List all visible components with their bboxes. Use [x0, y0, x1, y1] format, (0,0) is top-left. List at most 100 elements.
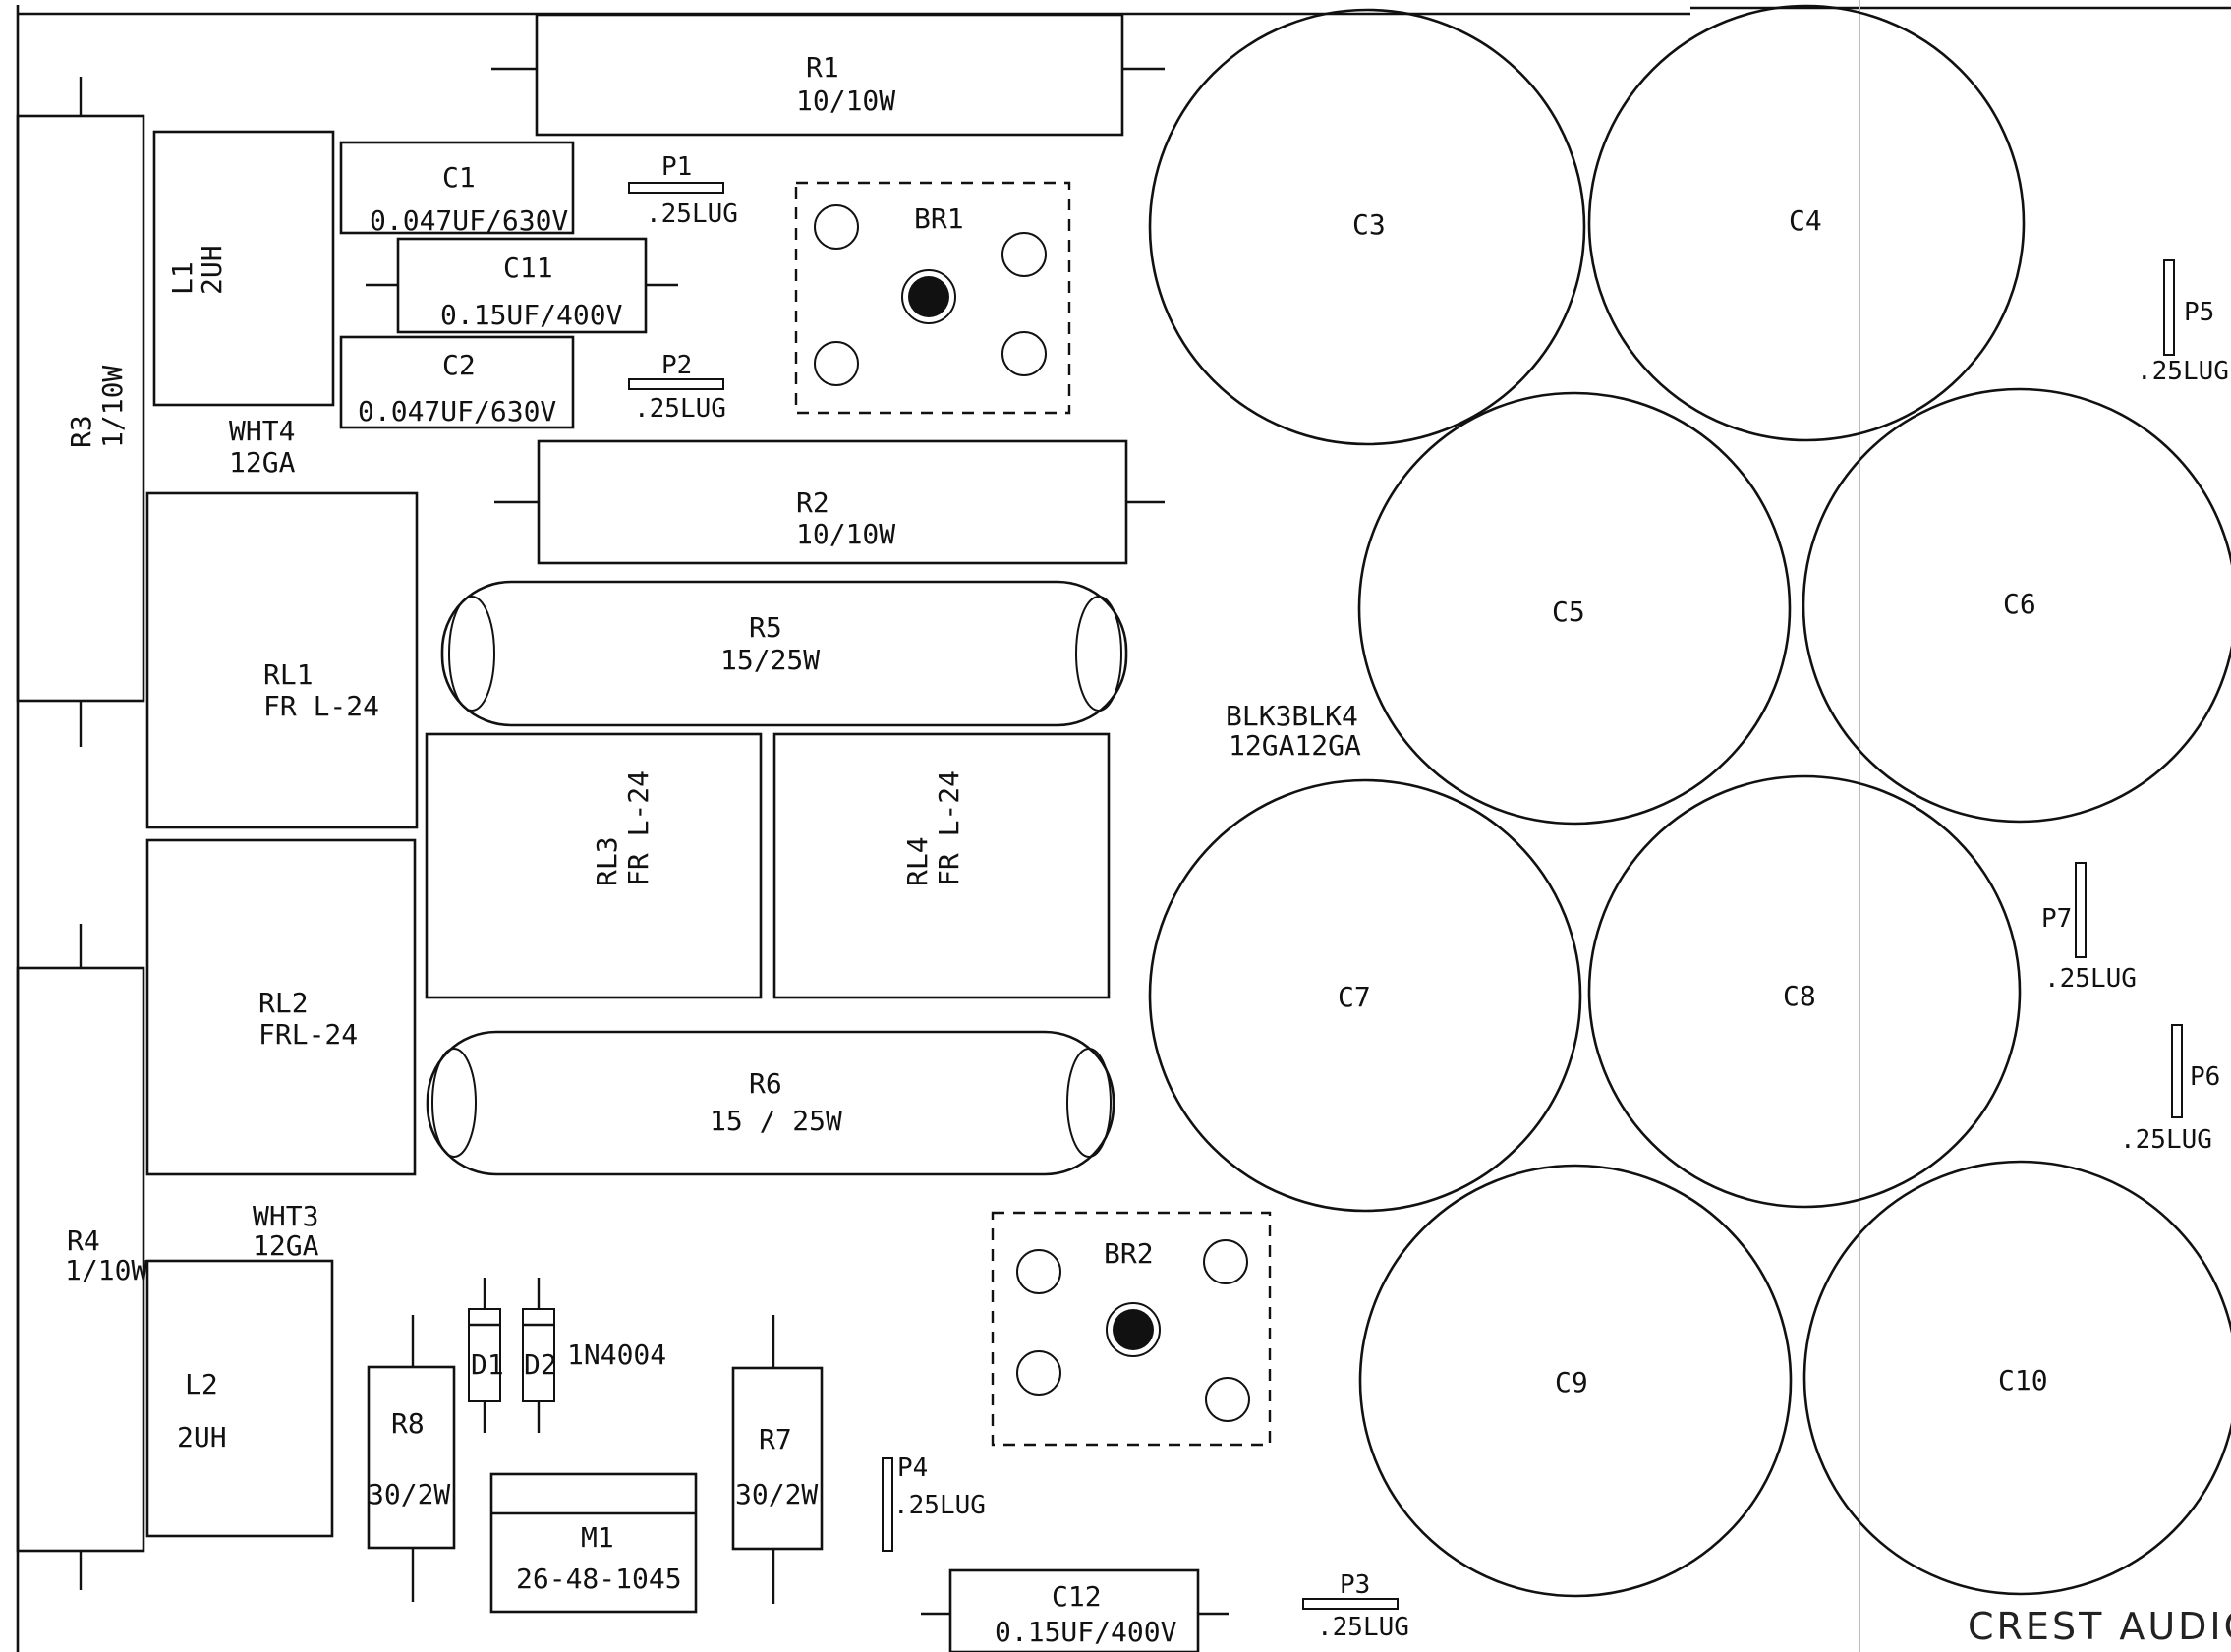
d2-ref: D2: [524, 1348, 557, 1381]
wire-blk3-blk4: BLK3BLK4 12GA12GA: [1226, 700, 1361, 762]
br2-ref: BR2: [1104, 1237, 1154, 1270]
r4-ref: R4: [67, 1225, 100, 1257]
r2-ref: R2: [796, 486, 829, 519]
wht3-name: WHT3: [253, 1200, 318, 1232]
p3-value: .25LUG: [1317, 1613, 1409, 1642]
r4-value: 1/10W: [65, 1254, 147, 1286]
c6-ref: C6: [2003, 588, 2036, 620]
capacitor-c2: C2 0.047UF/630V: [339, 335, 575, 429]
lug-p7: P7 .25LUG: [2041, 862, 2137, 994]
capacitor-c3: C3: [1148, 8, 1586, 446]
rl1-value: FR L-24: [263, 690, 379, 722]
capacitor-c10: C10: [1802, 1160, 2231, 1596]
r3-value: 1/10W: [96, 366, 129, 448]
p2-value: .25LUG: [634, 394, 726, 424]
p6-ref: P6: [2190, 1062, 2220, 1092]
relay-rl3: RL3 FR L-24: [425, 732, 763, 999]
lug-p6: P6 .25LUG: [2120, 1024, 2220, 1155]
rl3-value: FR L-24: [622, 770, 655, 886]
lug-p1: P1 .25LUG: [628, 152, 738, 229]
capacitor-c6: C6: [1802, 387, 2231, 824]
r8-ref: R8: [391, 1407, 425, 1440]
c4-ref: C4: [1789, 204, 1822, 237]
r6-value: 15 / 25W: [710, 1105, 842, 1137]
c3-ref: C3: [1352, 208, 1386, 241]
blk-name: BLK3BLK4: [1226, 700, 1358, 732]
r1-value: 10/10W: [796, 85, 895, 117]
p1-value: .25LUG: [646, 199, 738, 229]
module-m1: M1 26-48-1045: [489, 1472, 698, 1614]
r8-value: 30/2W: [368, 1478, 450, 1510]
c8-ref: C8: [1783, 980, 1816, 1012]
diode-part-number: 1N4004: [567, 1339, 666, 1371]
l2-ref: L2: [185, 1368, 218, 1400]
capacitor-c12: C12 0.15UF/400V: [921, 1568, 1229, 1652]
capacitor-c4: C4: [1587, 4, 2026, 442]
diode-d2: D2: [522, 1278, 557, 1433]
capacitor-c8: C8: [1587, 774, 2022, 1209]
c7-ref: C7: [1338, 981, 1371, 1013]
p2-ref: P2: [661, 351, 692, 380]
rl4-value: FR L-24: [933, 770, 965, 886]
c9-ref: C9: [1555, 1366, 1588, 1398]
p6-value: .25LUG: [2120, 1125, 2212, 1155]
c12-value: 0.15UF/400V: [995, 1616, 1177, 1648]
m1-ref: M1: [581, 1521, 614, 1554]
resistor-r2: R2 10/10W: [494, 439, 1165, 565]
r2-value: 10/10W: [796, 518, 895, 550]
resistor-r8: R8 30/2W: [367, 1315, 456, 1602]
c2-value: 0.047UF/630V: [358, 395, 556, 427]
p5-ref: P5: [2184, 298, 2214, 327]
wht3-gauge: 12GA: [253, 1229, 319, 1262]
rl2-value: FRL-24: [258, 1018, 358, 1051]
p4-ref: P4: [897, 1453, 928, 1483]
relay-rl4: RL4 FR L-24: [772, 732, 1111, 999]
c1-value: 0.047UF/630V: [370, 204, 568, 237]
rl4-ref: RL4: [901, 836, 934, 886]
l1-value: 2UH: [196, 245, 228, 295]
p7-ref: P7: [2041, 904, 2072, 934]
c5-ref: C5: [1552, 596, 1585, 628]
wht4-name: WHT4: [229, 415, 295, 447]
wire-wht4: WHT4 12GA: [229, 415, 296, 479]
rl2-ref: RL2: [258, 987, 309, 1019]
resistor-r6: R6 15 / 25W: [426, 1030, 1116, 1176]
r7-ref: R7: [759, 1423, 792, 1455]
rl3-ref: RL3: [591, 836, 623, 886]
resistor-r7: R7 30/2W: [731, 1315, 824, 1604]
capacitor-c5: C5: [1357, 391, 1792, 826]
capacitor-c7: C7: [1148, 778, 1582, 1213]
inductor-l2: L2 2UH: [145, 1259, 334, 1538]
lug-p5: P5 .25LUG: [2137, 259, 2229, 386]
p3-ref: P3: [1340, 1570, 1370, 1600]
r5-value: 15/25W: [720, 644, 820, 676]
bridge-rectifier-br1: BR1: [794, 181, 1071, 415]
relay-rl1: RL1 FR L-24: [145, 491, 419, 829]
p7-value: .25LUG: [2044, 964, 2137, 994]
r7-value: 30/2W: [735, 1478, 818, 1510]
r6-ref: R6: [749, 1067, 782, 1100]
l2-value: 2UH: [177, 1421, 227, 1453]
c10-ref: C10: [1998, 1364, 2048, 1396]
resistor-r4: R4 1/10W: [16, 924, 147, 1590]
capacitor-c1: C1 0.047UF/630V: [339, 141, 575, 237]
c2-ref: C2: [442, 349, 476, 381]
wht4-gauge: 12GA: [229, 446, 296, 479]
diode-d1: D1: [468, 1278, 504, 1433]
resistor-r5: R5 15/25W: [440, 580, 1128, 727]
d1-ref: D1: [471, 1348, 504, 1381]
l1-ref: L1: [166, 261, 199, 295]
lug-p3: P3 .25LUG: [1302, 1570, 1409, 1642]
resistor-r1: R1 10/10W: [491, 13, 1165, 137]
p1-ref: P1: [661, 152, 692, 182]
c1-ref: C1: [442, 161, 476, 194]
c11-ref: C11: [503, 252, 553, 284]
c11-value: 0.15UF/400V: [440, 299, 623, 331]
capacitor-c9: C9: [1358, 1164, 1793, 1598]
capacitor-c11: C11 0.15UF/400V: [366, 237, 678, 334]
p4-value: .25LUG: [893, 1491, 986, 1520]
m1-value: 26-48-1045: [516, 1563, 682, 1595]
rl1-ref: RL1: [263, 658, 314, 691]
r1-ref: R1: [806, 51, 839, 84]
